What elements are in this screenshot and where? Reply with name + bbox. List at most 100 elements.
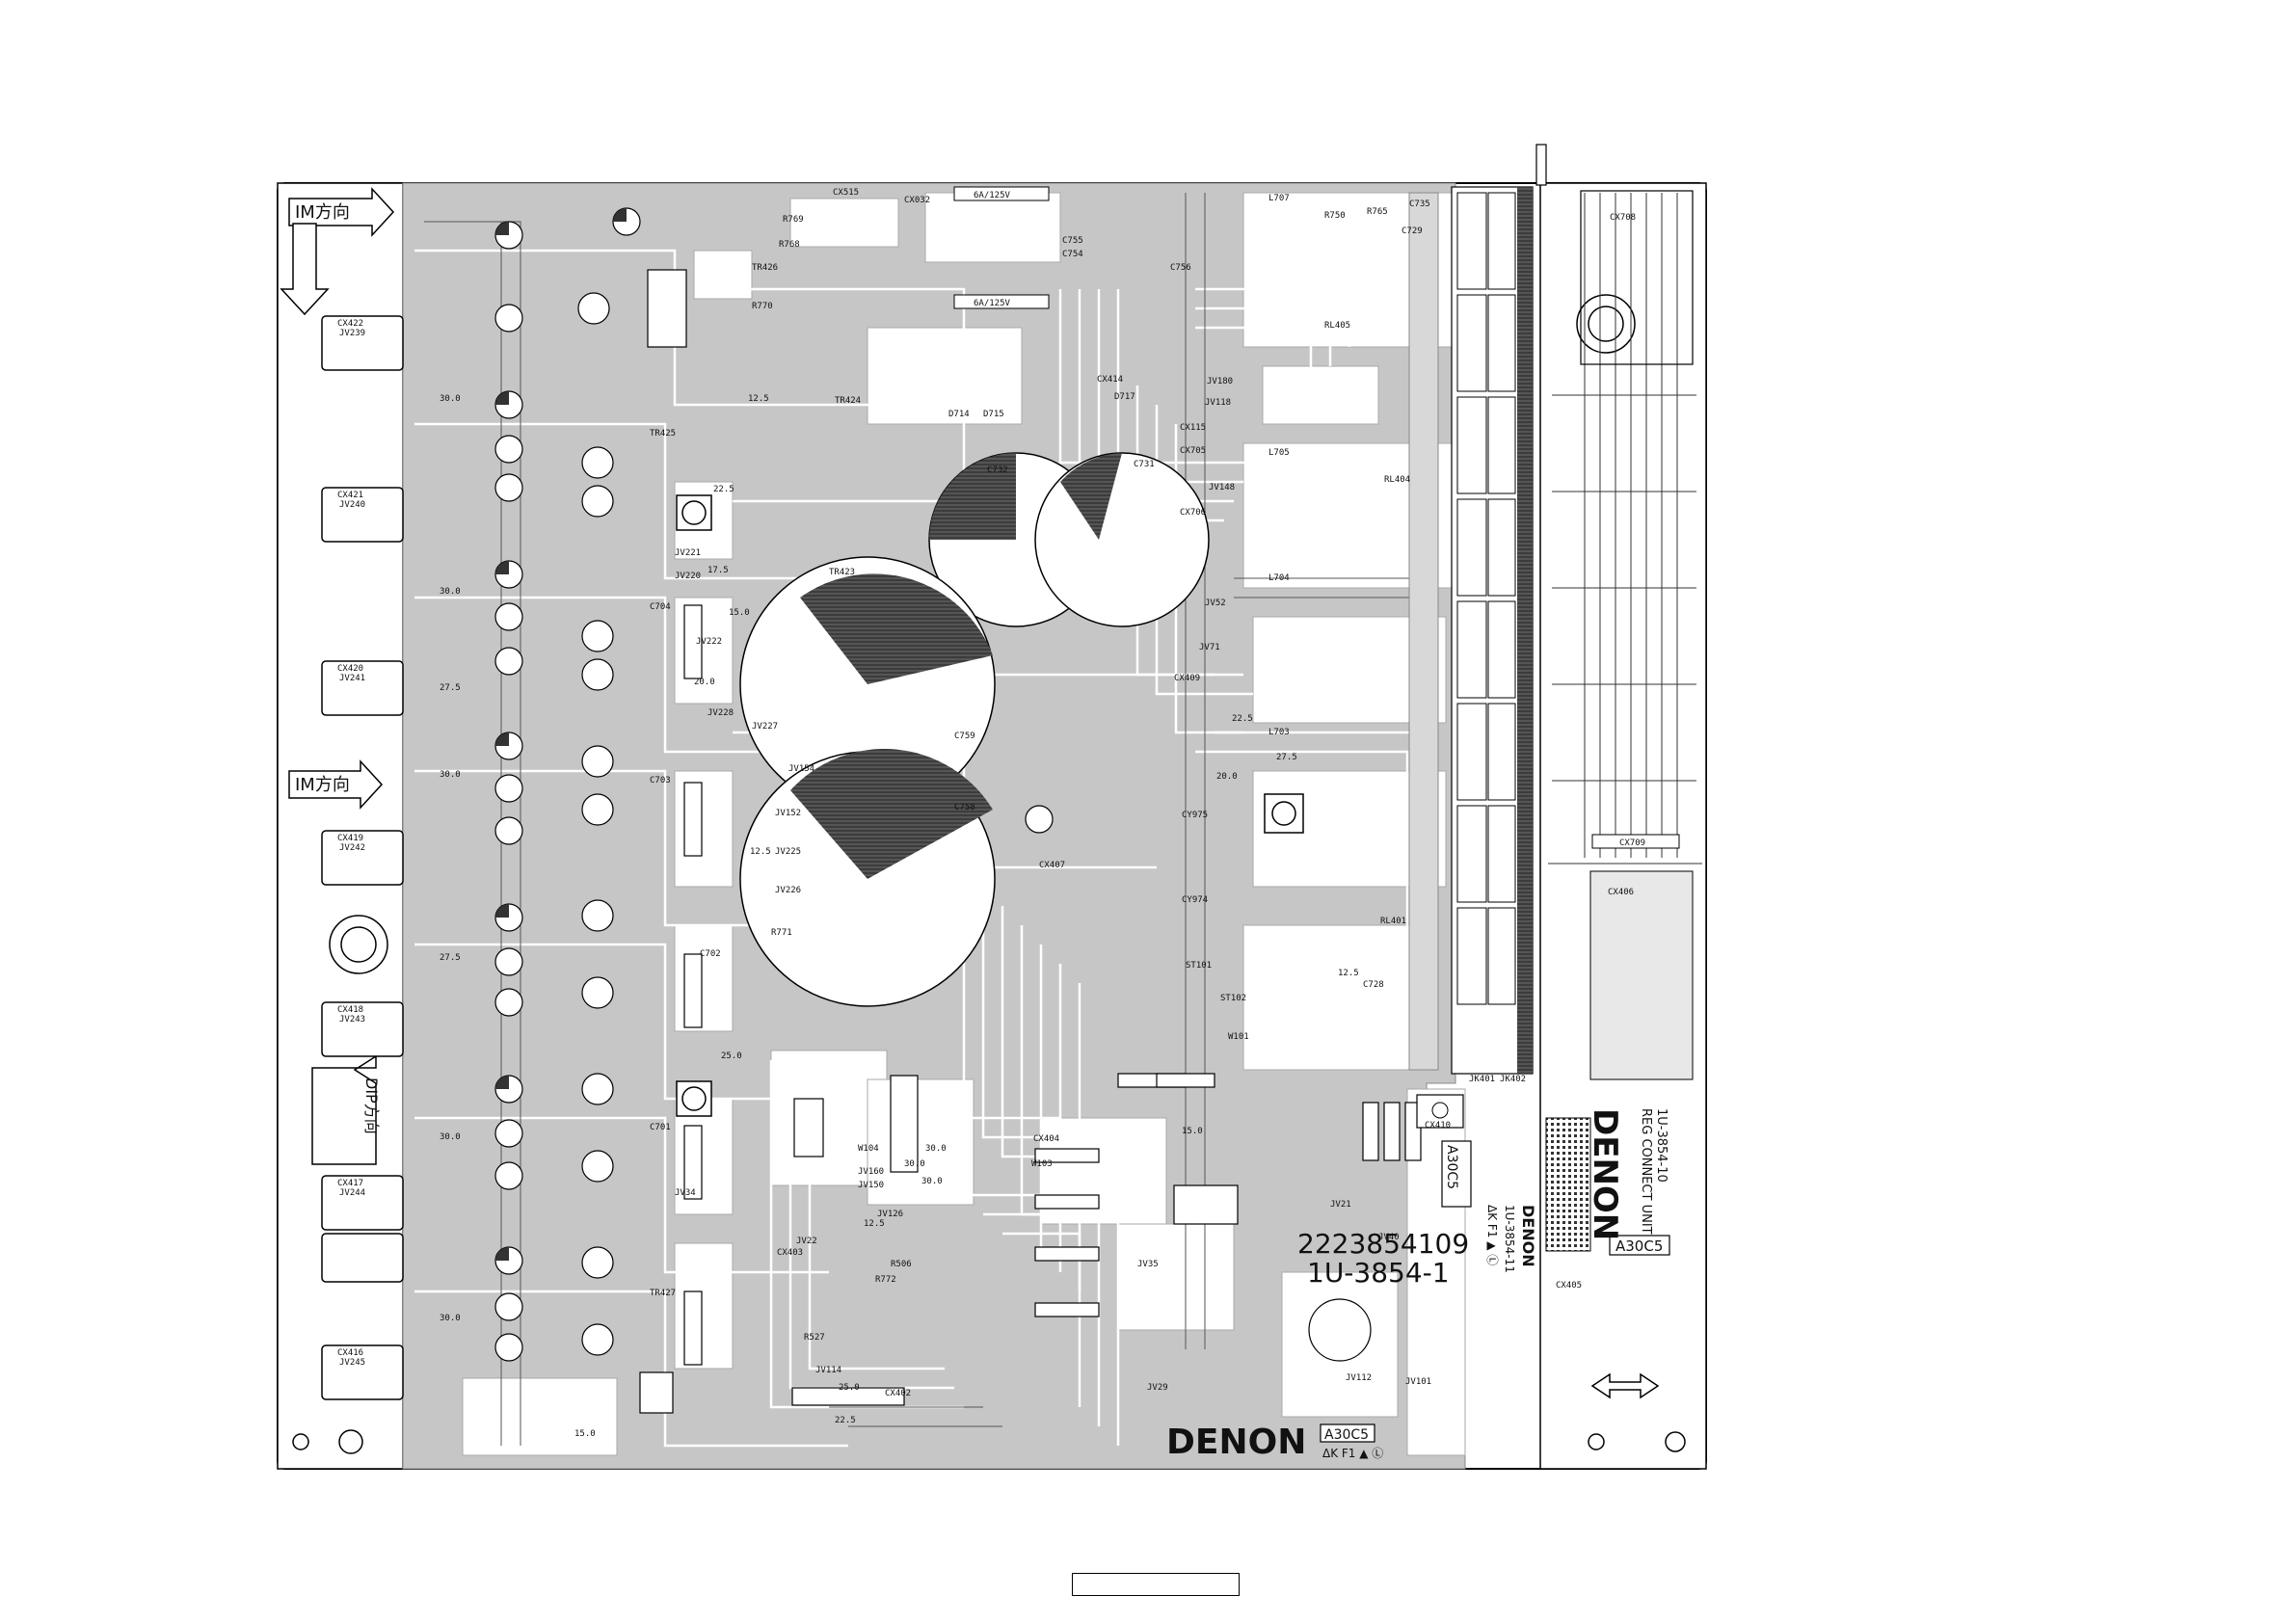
component-label: CY974 xyxy=(1182,895,1208,905)
component-label: JV152 xyxy=(775,809,801,818)
component-label: JV222 xyxy=(696,637,722,647)
sub-board-connector-a: CX708 xyxy=(1610,213,1636,223)
component-label: CY975 xyxy=(1182,811,1208,820)
component-label: C728 xyxy=(1363,980,1384,990)
im-direction-label-mid: IM方向 xyxy=(295,775,350,795)
sub-board-upper-frame xyxy=(1580,190,1694,365)
component-label: CX115 xyxy=(1180,423,1206,433)
sub-board-lines xyxy=(1548,193,1702,865)
voltage-label: 30.0 xyxy=(921,1177,943,1186)
component-label: JV148 xyxy=(1209,483,1235,492)
component-label: R771 xyxy=(771,928,792,938)
component-label: JV154 xyxy=(788,764,814,774)
fuse-label-box-top xyxy=(953,186,1050,201)
component-label: CX403 xyxy=(777,1248,803,1258)
voltage-label: 22.5 xyxy=(1232,714,1253,724)
voltage-label: 20.0 xyxy=(694,678,715,687)
component-label: CX409 xyxy=(1174,674,1200,683)
component-label: JV126 xyxy=(877,1210,903,1219)
voltage-label: 27.5 xyxy=(440,683,461,693)
sub-board-lower-box xyxy=(1589,870,1694,1080)
component-label: CX414 xyxy=(1097,375,1123,385)
voltage-label: 30.0 xyxy=(440,1132,461,1142)
jack-label-1: JK401 xyxy=(1469,1075,1495,1084)
component-label: TR427 xyxy=(650,1289,676,1298)
component-label: C701 xyxy=(650,1123,671,1132)
connector-label-6: CX417 xyxy=(337,1179,363,1188)
component-label: CX706 xyxy=(1180,508,1206,518)
component-label: CX404 xyxy=(1033,1134,1059,1144)
component-label: R768 xyxy=(779,240,800,250)
footer-box xyxy=(1072,1573,1240,1596)
component-label: JV226 xyxy=(775,886,801,895)
connector-jv-6: JV244 xyxy=(339,1188,365,1198)
component-label: C702 xyxy=(700,949,721,959)
im-direction-label-top: IM方向 xyxy=(295,202,350,223)
component-label: D715 xyxy=(983,410,1004,419)
sub-board-outline xyxy=(1539,182,1707,1470)
inductor-label-l704: L704 xyxy=(1268,573,1290,583)
component-label: TR426 xyxy=(752,263,778,273)
component-label: JV220 xyxy=(675,572,701,581)
connector-label-3: CX420 xyxy=(337,664,363,674)
component-label: JV29 xyxy=(1147,1383,1168,1393)
voltage-label: 30.0 xyxy=(440,1314,461,1323)
sub-board-connector-cx709 xyxy=(1591,834,1680,849)
voltage-label: 27.5 xyxy=(1276,753,1297,762)
component-label: JV150 xyxy=(858,1181,884,1190)
board-part-number: 1U-3854-1 xyxy=(1307,1257,1450,1289)
board-cert-marks: ΔK F1 ▲ Ⓛ xyxy=(1322,1447,1383,1460)
sub-board-brand: DENON xyxy=(1586,1108,1624,1240)
voltage-label: 12.5 xyxy=(750,847,771,857)
voltage-label: 12.5 xyxy=(1338,969,1359,978)
im-arrow-mid xyxy=(288,759,384,810)
component-label: JV101 xyxy=(1405,1377,1431,1387)
inductor-label-l705: L705 xyxy=(1268,448,1290,458)
dip-arrow-top xyxy=(280,223,330,316)
component-label: JV112 xyxy=(1346,1373,1372,1383)
board-serial-block xyxy=(1416,1094,1464,1129)
component-label: C703 xyxy=(650,776,671,785)
component-label: R769 xyxy=(783,215,804,225)
component-label: TR423 xyxy=(829,568,855,577)
connector-jv-3: JV241 xyxy=(339,674,365,683)
voltage-label: 12.5 xyxy=(864,1219,885,1229)
board-model-code: A30C5 xyxy=(1324,1427,1369,1443)
left-connector-labels: CX422 JV239 CX421 JV240 CX420 JV241 CX41… xyxy=(337,319,365,1368)
connector-jv-7: JV245 xyxy=(339,1358,365,1368)
board-serial-hole xyxy=(1431,1102,1449,1119)
component-label: JV35 xyxy=(1137,1260,1159,1269)
bidirectional-arrow-icon xyxy=(1590,1372,1660,1399)
voltage-label: 17.5 xyxy=(707,566,729,575)
cap-label-c759: C759 xyxy=(954,732,975,741)
connector-jv-2: JV240 xyxy=(339,500,365,510)
transistor-column-a xyxy=(494,221,523,1362)
component-label: W104 xyxy=(858,1144,879,1154)
component-label: ST102 xyxy=(1220,994,1246,1003)
board-model-box xyxy=(1320,1423,1375,1443)
component-label: C735 xyxy=(1409,200,1430,209)
component-label: RL404 xyxy=(1384,475,1410,485)
component-label: W103 xyxy=(1031,1159,1053,1169)
ic-blocks xyxy=(639,269,1422,1414)
sub-board-chip xyxy=(1545,1117,1591,1252)
right-connector-cells xyxy=(1456,192,1516,1005)
component-label: R772 xyxy=(875,1275,896,1285)
component-label: TR424 xyxy=(835,396,861,406)
component-labels: R750 R765 C735 C729 C755 C754 C756 D714 … xyxy=(650,200,1634,1398)
sub-board-model-box xyxy=(1609,1235,1670,1256)
component-label: RL401 xyxy=(1380,917,1406,926)
cap-label-c731: C731 xyxy=(1134,460,1155,469)
board-serial: 2223854109 xyxy=(1297,1228,1469,1260)
voltage-label: 30.0 xyxy=(925,1144,947,1154)
component-label: RL405 xyxy=(1324,321,1350,331)
fuse-rating-mid: 6A/125V xyxy=(974,299,1011,308)
component-label: TR425 xyxy=(650,429,676,439)
voltage-label: 20.0 xyxy=(1216,772,1238,782)
component-label: D717 xyxy=(1114,392,1135,402)
voltage-label: 27.5 xyxy=(440,953,461,963)
connector-jv-1: JV239 xyxy=(339,329,365,338)
sub-board-part-number: 1U-3854-10 xyxy=(1654,1108,1669,1183)
connector-jv-5: JV243 xyxy=(339,1015,365,1024)
